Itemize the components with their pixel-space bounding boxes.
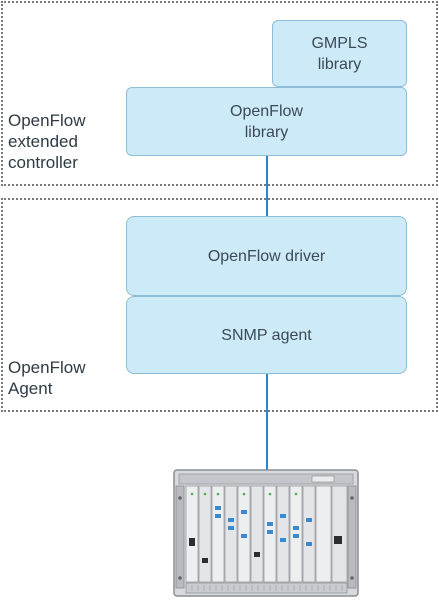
controller-region bbox=[1, 1, 438, 186]
openflow-library-box: OpenFlow library bbox=[126, 87, 407, 156]
gmpls-library-box: GMPLS library bbox=[272, 20, 407, 87]
agent-region-label: OpenFlow Agent bbox=[8, 358, 86, 398]
network-equipment-chassis-icon bbox=[172, 468, 360, 603]
agent-region bbox=[1, 198, 438, 412]
openflow-driver-box: OpenFlow driver bbox=[126, 216, 407, 296]
controller-region-label: OpenFlow extended controller bbox=[8, 111, 86, 172]
snmp-agent-box: SNMP agent bbox=[126, 296, 407, 374]
agent-device-link bbox=[266, 374, 268, 470]
controller-agent-link bbox=[266, 156, 268, 216]
